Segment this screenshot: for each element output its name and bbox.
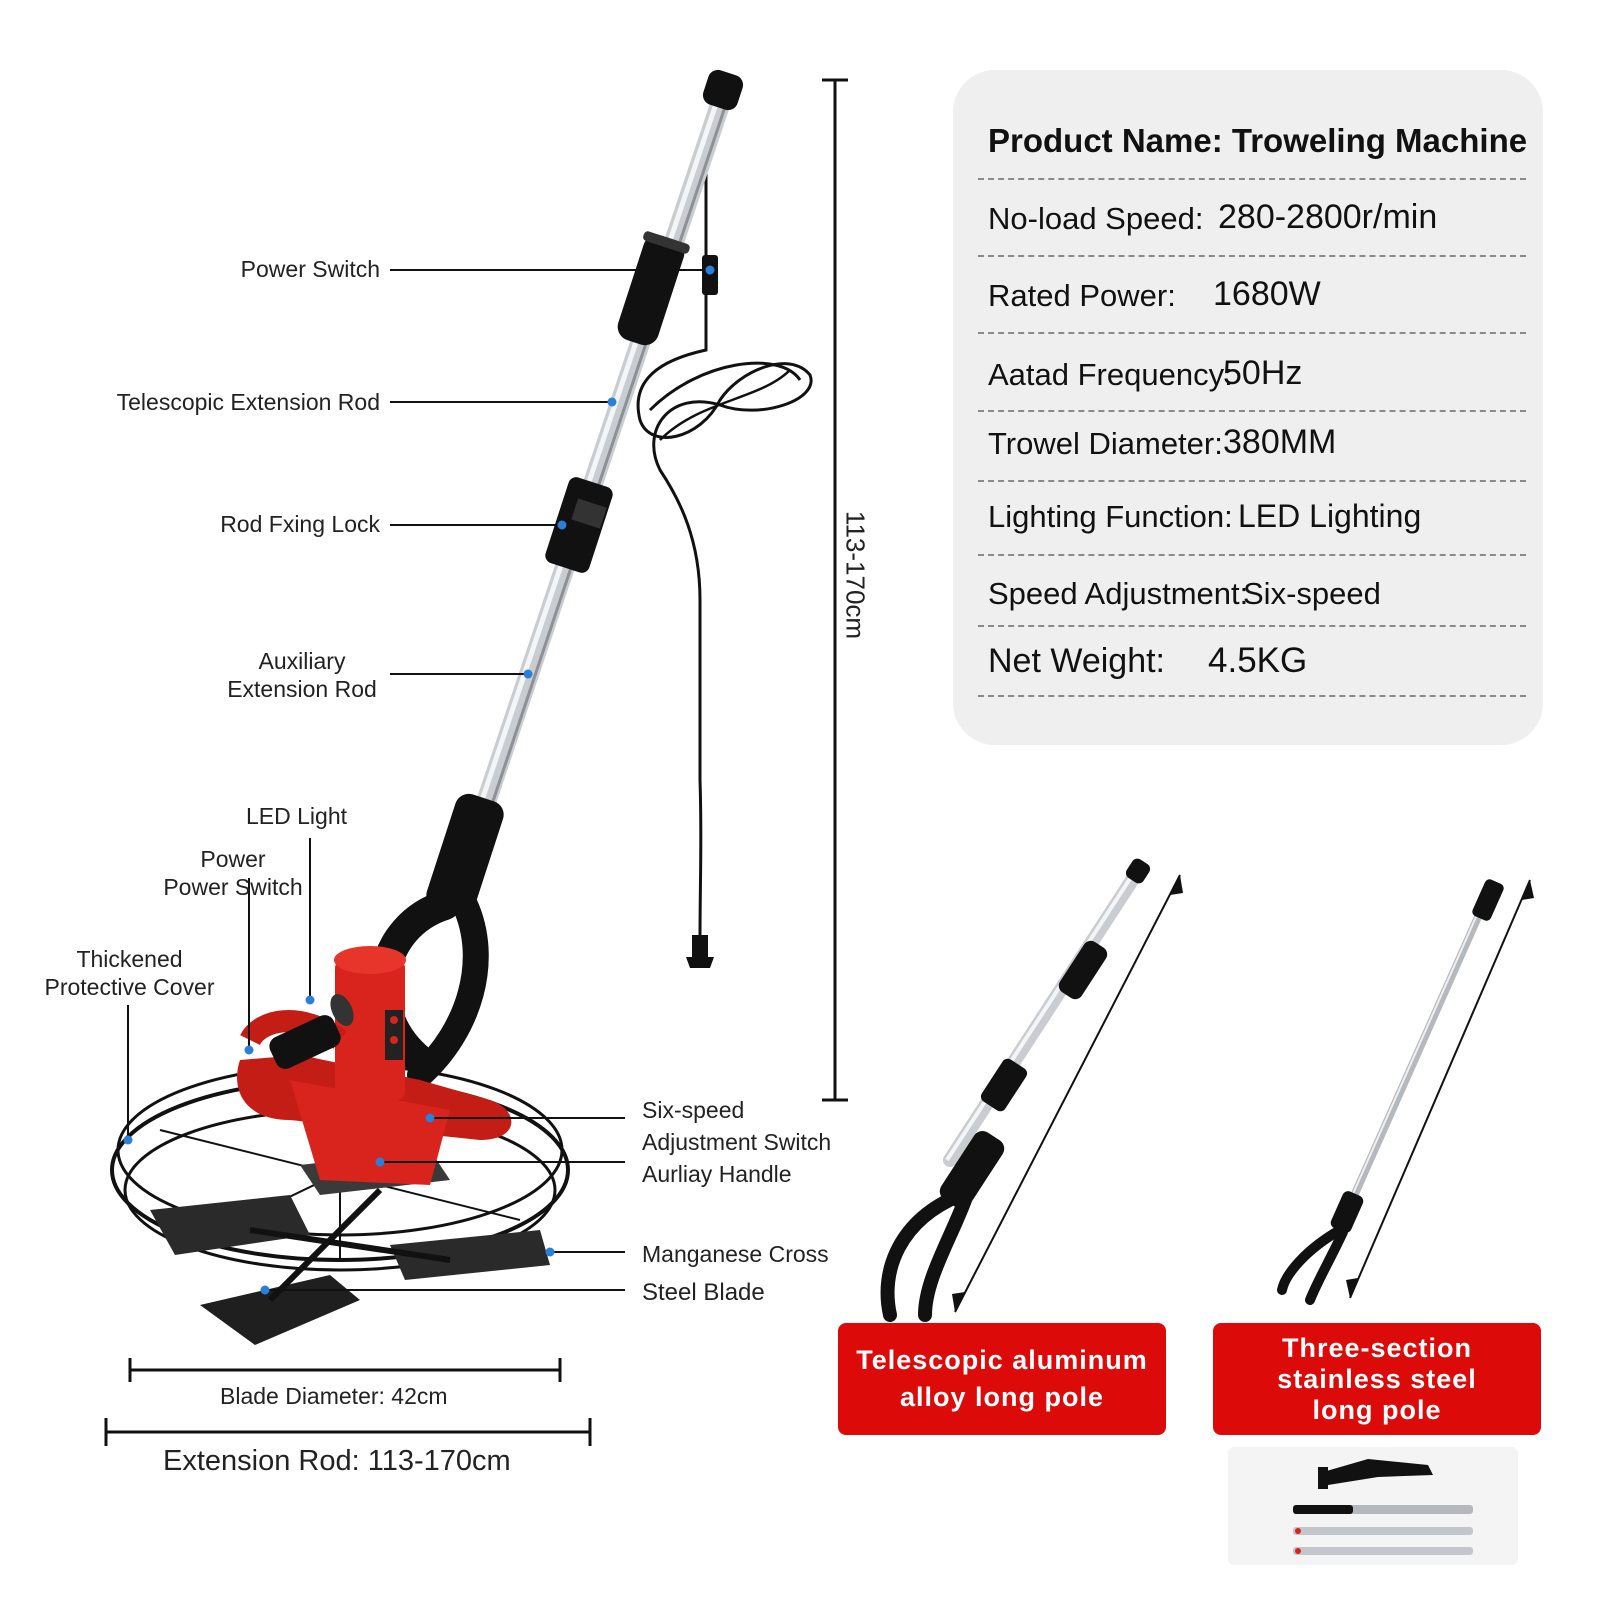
power-switch-label-line1: Power xyxy=(200,846,266,872)
spec-divider xyxy=(978,255,1526,257)
telescopic-rod-label: Telescopic Extension Rod xyxy=(116,389,380,415)
spec-value: 1680W xyxy=(1213,275,1321,313)
aluminum-pole-badge: Telescopic aluminum alloy long pole xyxy=(838,1323,1166,1435)
spec-divider xyxy=(978,178,1526,180)
spec-row-weight: Net Weight: 4.5KG xyxy=(988,641,1528,681)
aluminum-pole-image xyxy=(880,858,1183,1322)
spec-title: Product Name: Troweling Machine xyxy=(988,122,1528,159)
protective-cover-label-line1: Thickened xyxy=(76,946,183,972)
spec-value: Six-speed xyxy=(1243,576,1381,611)
power-cord xyxy=(636,170,813,941)
spec-value: 50Hz xyxy=(1223,354,1303,392)
spec-label: Lighting Function: xyxy=(988,499,1233,534)
spec-label: Aatad Frequency: xyxy=(988,357,1233,392)
spec-label: Rated Power: xyxy=(988,278,1176,313)
spec-label: Trowel Diameter: xyxy=(988,426,1223,461)
spec-divider xyxy=(978,695,1526,697)
spec-divider xyxy=(978,625,1526,627)
spec-row-lighting: Lighting Function: LED Lighting xyxy=(988,495,1528,535)
six-speed-switch-label-line2: Adjustment Switch xyxy=(642,1129,832,1155)
blade-diameter-label: Blade Diameter: 42cm xyxy=(220,1383,448,1409)
stainless-pole-badge: Three-section stainless steel long pole xyxy=(1213,1323,1541,1435)
aux-handle-label: Aurliay Handle xyxy=(642,1161,792,1187)
auxiliary-rod-label: Auxiliary Extension Rod xyxy=(222,648,382,703)
spec-value: 280-2800r/min xyxy=(1218,198,1438,236)
power-switch-label-line2: Power Switch xyxy=(163,873,303,900)
led-light-label: LED Light xyxy=(246,803,348,829)
spec-row-speed: No-load Speed: 280-2800r/min xyxy=(988,197,1528,237)
spec-row-speed-adjust: Speed Adjustment: Six-speed xyxy=(988,572,1528,612)
width-dimension-lines xyxy=(104,1358,592,1446)
spec-divider xyxy=(978,410,1526,412)
height-range-label: 113-170cm xyxy=(840,510,871,640)
spec-row-diameter: Trowel Diameter: 380MM xyxy=(988,422,1528,462)
six-speed-switch-label: Six-speed Adjustment Switch Aurliay Hand… xyxy=(642,1094,831,1190)
spec-divider xyxy=(978,554,1526,556)
spec-value: 380MM xyxy=(1223,423,1337,461)
protective-cover-label-line2: Protective Cover xyxy=(44,973,215,1000)
spec-card: Product Name: Troweling Machine No-load … xyxy=(953,70,1543,745)
aluminum-pole-label: Telescopic aluminum alloy long pole xyxy=(856,1345,1148,1412)
auxiliary-rod-label-line2: Extension Rod xyxy=(227,675,377,702)
spec-divider xyxy=(978,480,1526,482)
spec-value: LED Lighting xyxy=(1238,498,1422,534)
spec-row-power: Rated Power: 1680W xyxy=(988,274,1528,314)
callout-lines xyxy=(127,269,710,1291)
main-pole xyxy=(460,80,735,860)
pole-parts-icon xyxy=(1293,1459,1473,1555)
height-dimension-line xyxy=(822,78,848,1102)
auxiliary-rod-label-line1: Auxiliary xyxy=(258,648,346,674)
spec-label: Net Weight: xyxy=(988,642,1166,680)
spec-label: Speed Adjustment: xyxy=(988,576,1249,611)
spec-row-frequency: Aatad Frequency: 50Hz xyxy=(988,353,1528,393)
callout-markers xyxy=(123,265,715,1295)
steel-blade-label: Steel Blade xyxy=(642,1279,765,1306)
power-switch-label: Power Power Switch xyxy=(158,846,308,901)
extension-rod-label: Extension Rod: 113-170cm xyxy=(163,1445,511,1477)
pole-parts-photo xyxy=(1228,1447,1518,1565)
protective-cover-label: Thickened Protective Cover xyxy=(42,946,217,1001)
manganese-cross-label: Manganese Cross xyxy=(642,1241,829,1267)
spec-value: 4.5KG xyxy=(1208,641,1308,680)
stainless-pole-image xyxy=(1277,879,1534,1305)
power-switch-top-label: Power Switch xyxy=(240,256,380,282)
plug xyxy=(692,935,708,957)
stainless-pole-label: Three-section stainless steel long pole xyxy=(1277,1332,1477,1425)
spec-label: No-load Speed: xyxy=(988,201,1204,236)
trowel-blades xyxy=(150,1195,310,1255)
rod-fixing-lock-label: Rod Fxing Lock xyxy=(220,511,380,537)
six-speed-switch-label-line1: Six-speed xyxy=(642,1097,745,1123)
spec-divider xyxy=(978,332,1526,334)
